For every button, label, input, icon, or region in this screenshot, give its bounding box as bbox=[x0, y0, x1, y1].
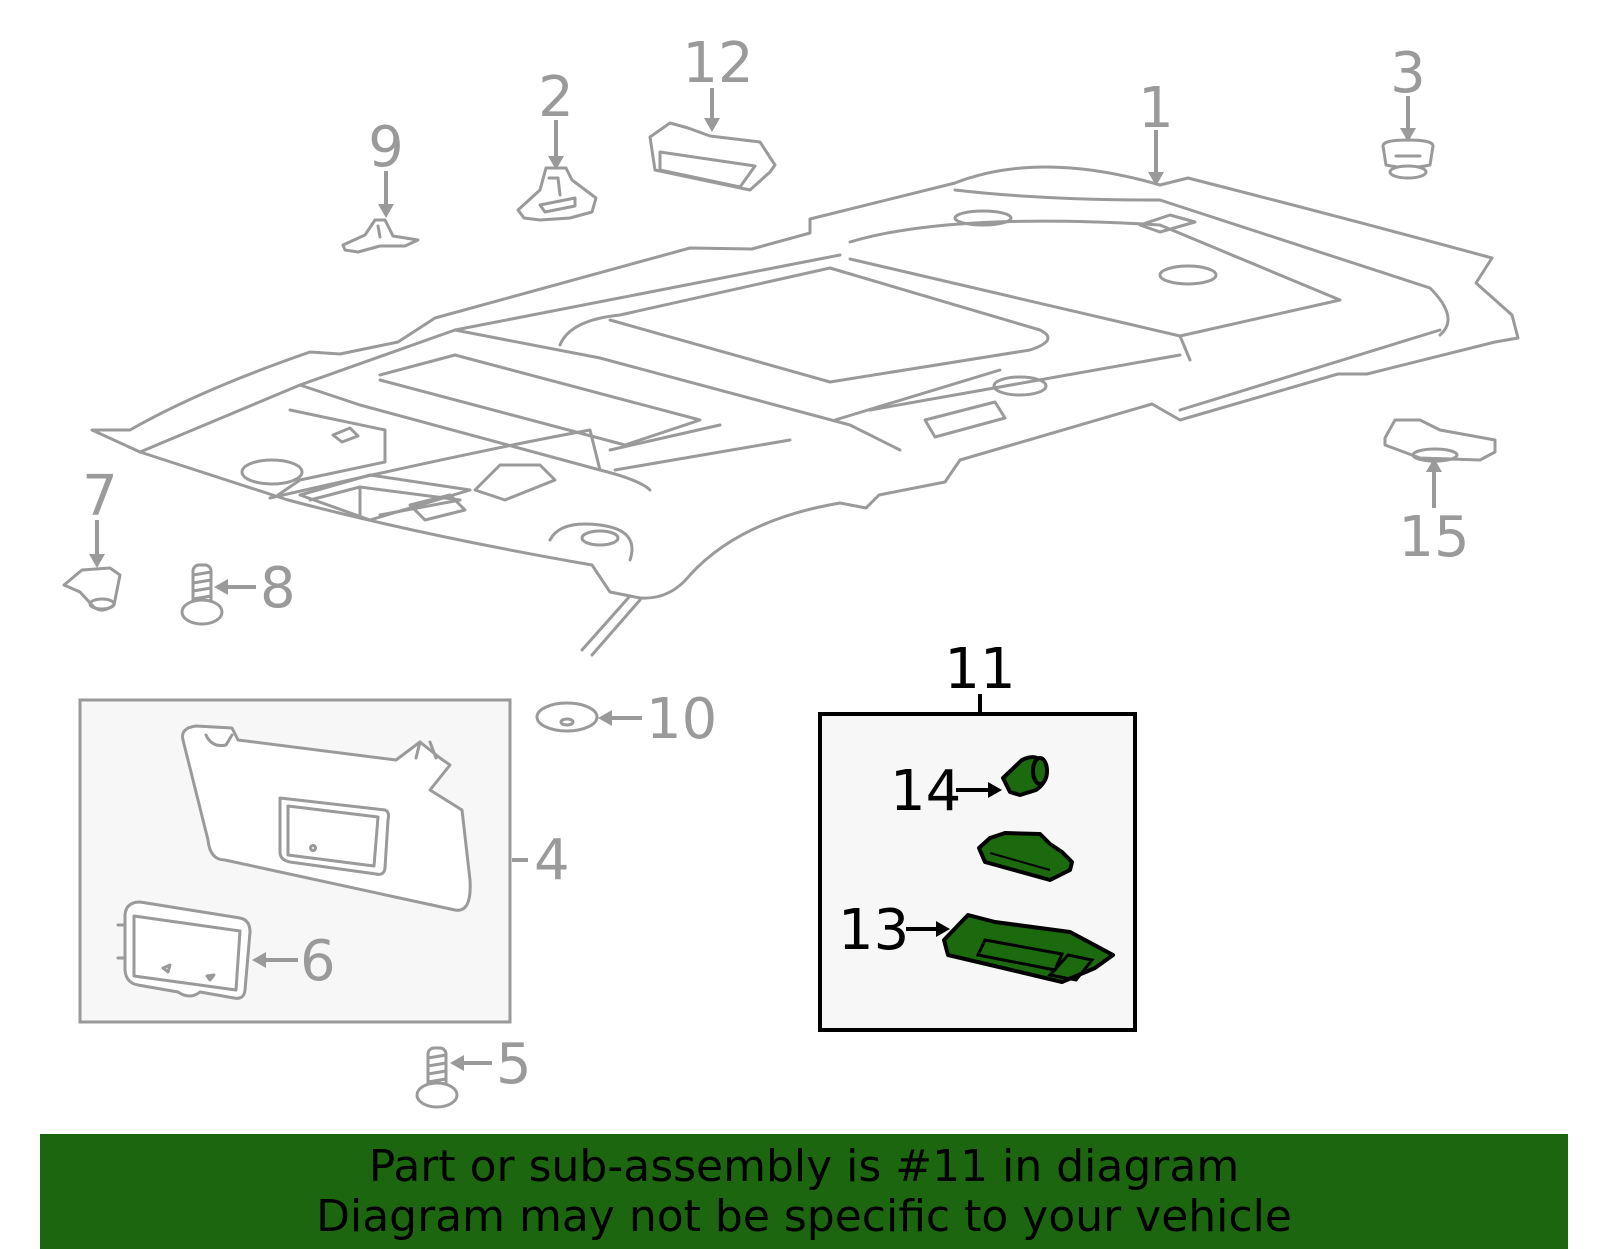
callout-2: 2 bbox=[538, 65, 574, 130]
part-12-lamp-bezel[interactable] bbox=[648, 121, 777, 192]
callout-5: 5 bbox=[496, 1032, 532, 1097]
banner-line-1: Part or sub-assembly is #11 in diagram bbox=[368, 1141, 1240, 1192]
lamp-housing[interactable] bbox=[977, 831, 1074, 882]
callout-6: 6 bbox=[300, 929, 336, 994]
headliner-part[interactable] bbox=[90, 165, 1520, 657]
part-9-clip[interactable] bbox=[341, 218, 420, 254]
part-5-screw[interactable] bbox=[415, 1046, 459, 1109]
banner-line-2: Diagram may not be specific to your vehi… bbox=[316, 1191, 1292, 1242]
part-4-sun-visor[interactable] bbox=[181, 724, 472, 912]
callout-7: 7 bbox=[82, 464, 118, 529]
part-15-bracket[interactable] bbox=[1383, 418, 1497, 463]
part-3-plug[interactable] bbox=[1381, 138, 1435, 180]
callout-1: 1 bbox=[1138, 76, 1174, 141]
info-banner: Part or sub-assembly is #11 in diagram D… bbox=[40, 1134, 1568, 1249]
callout-10: 10 bbox=[646, 687, 717, 752]
callout-9: 9 bbox=[368, 115, 404, 180]
part-6-mirror[interactable] bbox=[116, 900, 252, 1000]
callout-13: 13 bbox=[838, 898, 909, 963]
callout-14: 14 bbox=[890, 759, 961, 824]
part-14-bulb[interactable] bbox=[1001, 755, 1049, 797]
part-13-lens[interactable] bbox=[942, 913, 1115, 984]
part-7-clip[interactable] bbox=[62, 566, 122, 612]
callout-15: 15 bbox=[1398, 505, 1469, 570]
callout-8: 8 bbox=[260, 556, 296, 621]
callout-3: 3 bbox=[1390, 41, 1426, 106]
part-10-cap[interactable] bbox=[535, 701, 599, 733]
callout-11: 11 bbox=[944, 637, 1015, 702]
part-8-screw[interactable] bbox=[180, 563, 224, 626]
part-2-clip[interactable] bbox=[516, 166, 598, 222]
part-11-box[interactable] bbox=[818, 694, 1137, 1032]
callout-arrows bbox=[89, 88, 1442, 1071]
callout-12: 12 bbox=[682, 31, 753, 96]
callout-4: 4 bbox=[534, 828, 570, 893]
